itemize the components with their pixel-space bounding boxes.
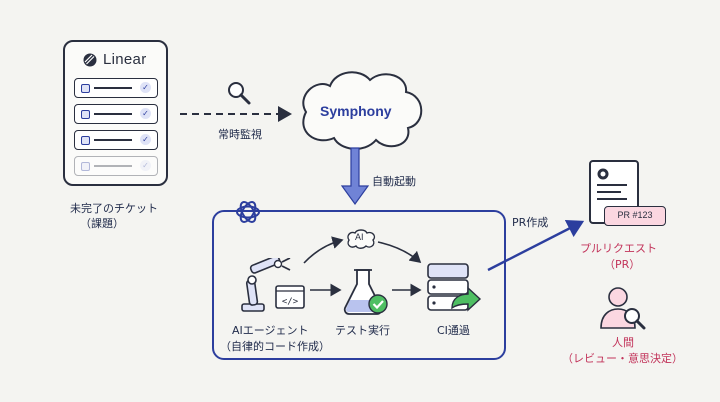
linear-header: Linear (83, 51, 147, 68)
ticket-text-line (94, 139, 132, 141)
ticket-row-faded[interactable]: ✓ (74, 156, 158, 176)
auto-start-label: 自動起動 (372, 175, 416, 188)
pr-badge[interactable]: PR #123 (604, 206, 666, 226)
ticket-row[interactable]: ✓ (74, 130, 158, 150)
stage-ai-line1: AIエージェント (232, 324, 309, 337)
human-reviewer-icon (600, 287, 646, 330)
linear-title: Linear (103, 51, 147, 68)
stage-ci-label: CI通過 (437, 324, 470, 337)
linear-logo-icon (83, 53, 97, 66)
robot-arm-icon: </> (241, 258, 305, 312)
ticket-row[interactable]: ✓ (74, 104, 158, 124)
flow-arrow-ai-down (377, 241, 422, 264)
check-icon: ✓ (140, 160, 151, 171)
linear-caption-line2: （課題） (80, 217, 124, 230)
ticket-text-line (94, 87, 132, 89)
magnifier-icon (228, 82, 251, 105)
check-icon: ✓ (140, 134, 151, 145)
check-icon: ✓ (140, 108, 151, 119)
github-icon (597, 168, 609, 180)
ai-brain-icon (347, 229, 376, 249)
pr-caption-line1: プルリクエスト (580, 242, 657, 255)
check-icon: ✓ (140, 82, 151, 93)
doc-line (597, 191, 621, 193)
monitor-label: 常時監視 (218, 128, 262, 141)
human-caption-line1: 人間 (612, 336, 634, 349)
auto-start-arrow (340, 147, 370, 206)
openai-icon (236, 201, 260, 223)
ticket-row[interactable]: ✓ (74, 78, 158, 98)
checkbox-icon (81, 162, 90, 171)
stage-ai-line2: （自律的コード作成） (220, 340, 330, 353)
ticket-text-line (94, 113, 132, 115)
checkbox-icon (81, 84, 90, 93)
pr-arrow (487, 219, 585, 272)
checkbox-icon (81, 110, 90, 119)
stage-test-label: テスト実行 (335, 324, 390, 337)
symphony-title: Symphony (320, 103, 392, 119)
symphony-cloud (302, 71, 423, 150)
linear-panel: Linear ✓ ✓ ✓ ✓ (63, 40, 168, 186)
linear-caption-line1: 未完了のチケット (70, 202, 158, 215)
pr-create-label: PR作成 (512, 216, 549, 229)
ticket-text-line (94, 165, 132, 167)
doc-line (597, 184, 627, 186)
test-flask-icon (343, 269, 388, 315)
checkbox-icon (81, 136, 90, 145)
flow-arrow-ai-up (303, 236, 344, 264)
doc-line (597, 198, 627, 200)
automation-box (212, 210, 506, 360)
human-caption-line2: （レビュー・意思決定） (562, 352, 683, 365)
ai-badge-label: AI (355, 232, 364, 242)
ci-server-icon (427, 263, 482, 312)
pr-caption-line2: （PR） (604, 258, 641, 271)
svg-text:</>: </> (282, 297, 299, 307)
